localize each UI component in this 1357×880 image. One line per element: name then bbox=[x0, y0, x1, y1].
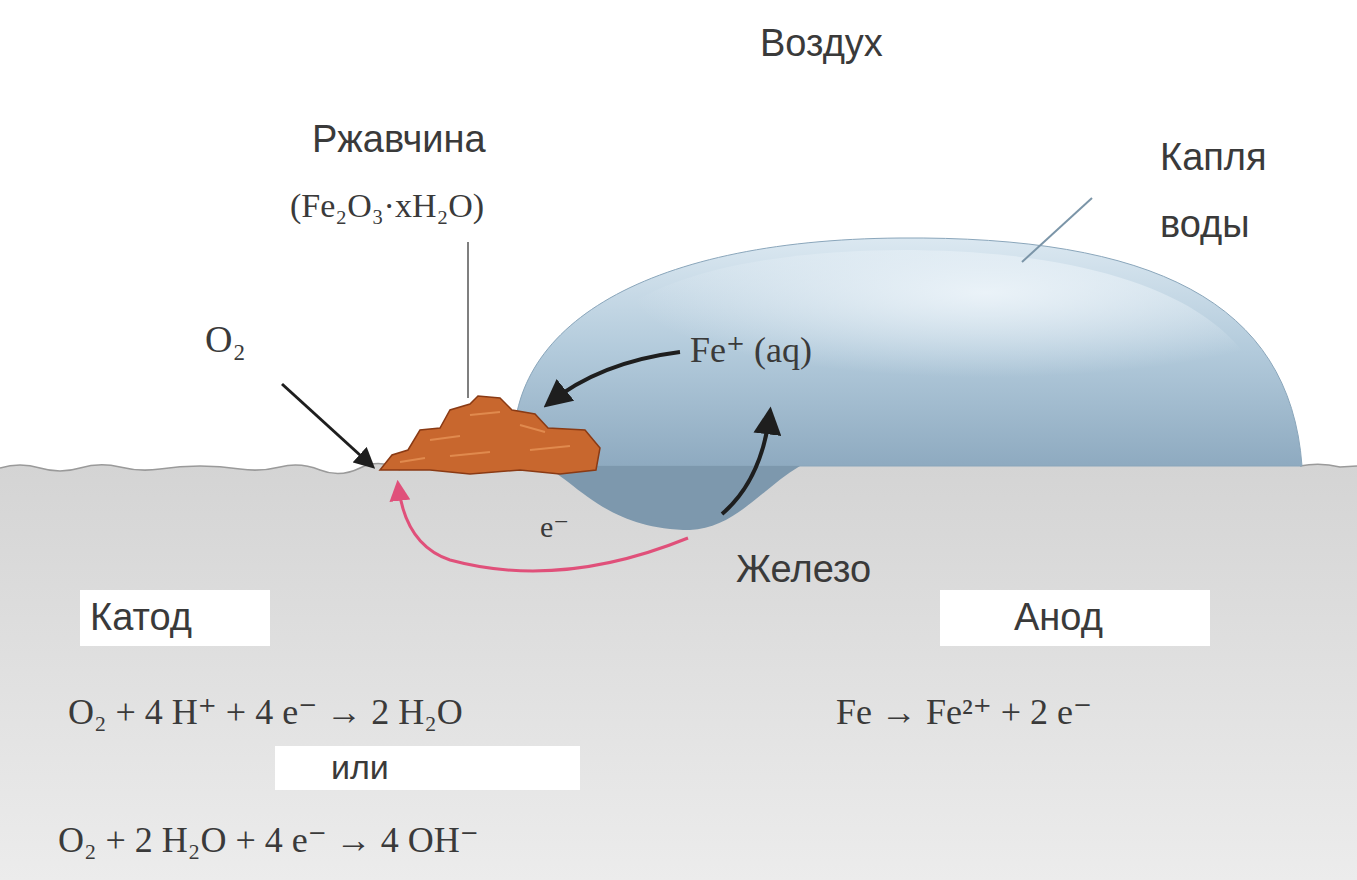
rust-formula: (Fe₂O₃·xH₂O) bbox=[290, 186, 484, 225]
cathode-box: Катод bbox=[80, 590, 270, 646]
electron-label: e⁻ bbox=[540, 510, 569, 545]
ion-label: Fe⁺ (aq) bbox=[690, 330, 812, 371]
cathode-equation: O₂ + 2 H₂O + 4 e⁻ → 4 OH⁻ bbox=[58, 820, 479, 861]
anode-equation: Fe → Fe²⁺ + 2 e⁻ bbox=[836, 692, 1092, 733]
cathode-equation: O₂ + 4 H⁺ + 4 e⁻ → 2 H₂O bbox=[68, 692, 463, 733]
rust-label: Ржавчина bbox=[312, 118, 486, 162]
leader-line bbox=[1022, 198, 1092, 262]
box-text: Анод bbox=[1014, 596, 1136, 640]
box-text: Катод bbox=[90, 596, 260, 640]
rust-texture bbox=[400, 412, 570, 462]
iron-label: Железо bbox=[736, 548, 871, 592]
box-text: или bbox=[331, 748, 524, 787]
corrosion-pit bbox=[540, 466, 800, 530]
air-label: Воздух bbox=[760, 22, 883, 66]
rust bbox=[380, 396, 600, 474]
leader-line bbox=[467, 242, 469, 398]
ion-arrow bbox=[548, 352, 680, 404]
iron-body bbox=[0, 463, 1357, 880]
oxygen-label: O₂ bbox=[205, 318, 246, 362]
anode-box: Анод bbox=[940, 590, 1210, 646]
iron-surface-line bbox=[1300, 464, 1357, 467]
oxygen-arrow bbox=[282, 384, 372, 466]
iron-surface-line bbox=[0, 463, 400, 473]
electron-arrow bbox=[398, 484, 688, 571]
ion-arrow bbox=[722, 412, 770, 514]
or-box: или bbox=[275, 746, 580, 790]
drop-label: Капля воды bbox=[1160, 124, 1310, 257]
water-drop-highlight bbox=[560, 250, 1270, 420]
water-drop bbox=[514, 238, 1302, 466]
